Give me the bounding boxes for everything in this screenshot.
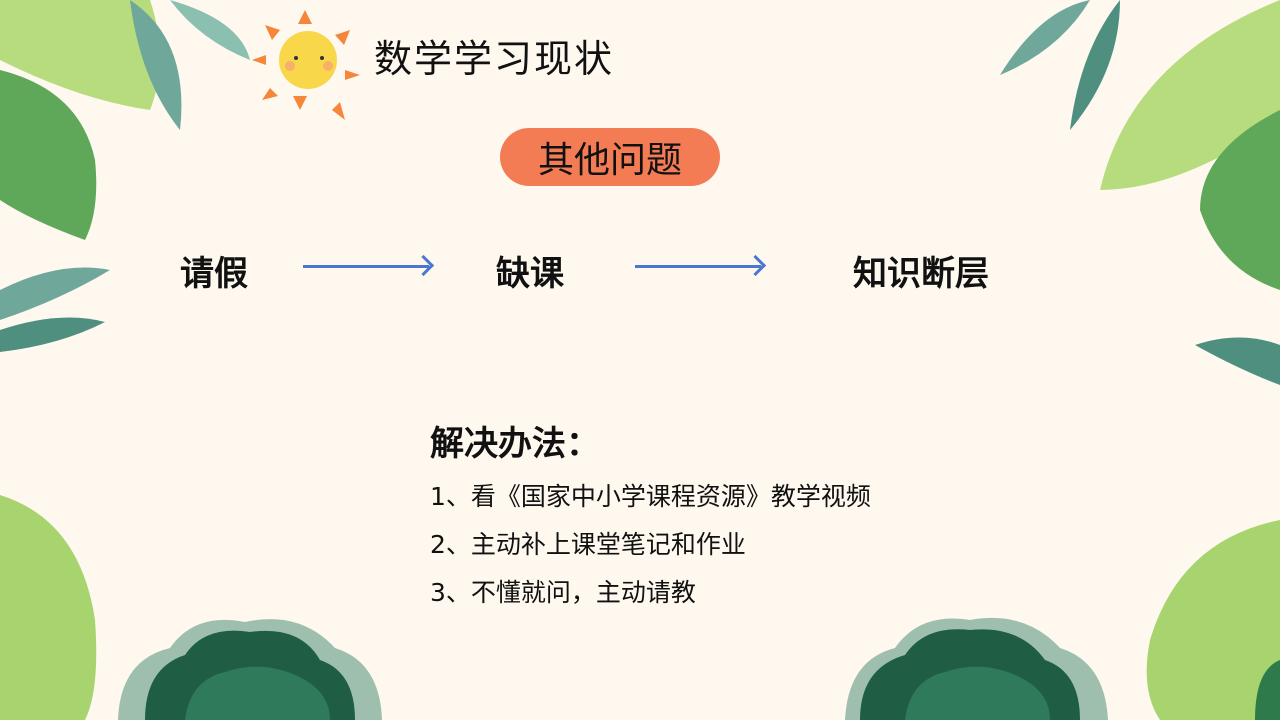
leaf-icon	[1146, 520, 1280, 720]
flow-step-3: 知识断层	[853, 254, 989, 294]
solution-item: 3、不懂就问，主动请教	[430, 578, 696, 607]
leaf-icon	[1000, 0, 1280, 385]
flow-step-1: 请假	[180, 254, 248, 294]
solution-item: 1、看《国家中小学课程资源》教学视频	[430, 482, 871, 511]
sun-icon	[252, 10, 360, 120]
arrow-right-icon	[635, 265, 761, 268]
section-badge: 其他问题	[500, 128, 720, 186]
leaf-icon	[0, 495, 97, 720]
solutions-heading: 解决办法：	[430, 424, 600, 464]
page-title: 数学学习现状	[374, 37, 615, 81]
bush-icon	[845, 617, 1108, 720]
arrow-right-icon	[303, 265, 429, 268]
leaf-icon	[0, 0, 250, 352]
bush-icon	[118, 619, 382, 720]
flow-step-2: 缺课	[496, 254, 564, 294]
solution-item: 2、主动补上课堂笔记和作业	[430, 530, 746, 559]
